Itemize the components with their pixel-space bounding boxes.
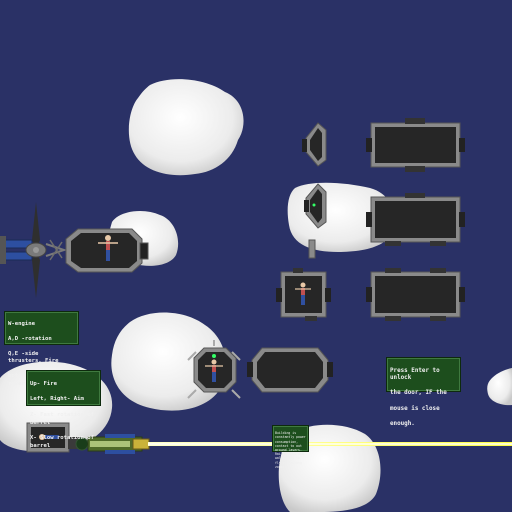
controls-sign-line: W-engine (8, 321, 35, 328)
turret-sign-line: Z- Fast rotation of barrel (30, 411, 94, 426)
propeller-icon (25, 202, 47, 298)
door-sign-line: the door, IF the (390, 390, 447, 397)
octagon-mech (187, 340, 241, 399)
mouse-mech-pilot-icon (205, 359, 223, 382)
player-airship (0, 202, 149, 298)
cloud-1 (128, 79, 244, 176)
small-pod-mid (304, 183, 327, 229)
thruster-end-block (0, 236, 6, 264)
door-unlock-sign: Press Enter to unlock the door, IF the m… (386, 357, 461, 427)
ship-hull-floor (71, 233, 137, 268)
mouse-pilot-icon (98, 235, 118, 261)
door-sign-line: enough. (390, 420, 415, 427)
controls-sign-line: A,D -rotation (8, 336, 52, 343)
container-block-2 (366, 193, 465, 246)
turret-controls-sign: Up- Fire Left, Right- Aim Z- Fast rotati… (26, 370, 101, 449)
turret-sign-line: X- Slow rotation of barrel (30, 435, 94, 450)
turret-sign-line: Up- Fire (30, 380, 57, 387)
container-block-1 (366, 118, 465, 172)
door-sign-line: Press Enter to unlock (390, 367, 440, 382)
controls-sign-line: Q,E -side thrusters. Fire (8, 351, 59, 365)
cannon-tank (26, 422, 512, 454)
tiny-sign-text: Building is constantly power consumption… (275, 431, 306, 469)
controls-sign: W-engine A,D -rotation Q,E -side thruste… (4, 311, 79, 387)
ship-nose-door (139, 242, 149, 260)
antenna-post (308, 239, 316, 259)
cloud-7 (487, 368, 512, 406)
tiny-info-sign: Building is constantly power consumption… (272, 425, 309, 469)
cabin-with-mouse (276, 268, 331, 321)
mouse-gunner-icon (39, 434, 59, 440)
small-pod-top (302, 122, 327, 167)
door-sign-line: mouse is close (390, 405, 440, 412)
mouse-npc-icon (295, 282, 311, 305)
container-block-3 (366, 268, 465, 321)
long-capsule-hull (247, 347, 333, 393)
turret-sign-line: Left, Right- Aim (30, 396, 84, 403)
